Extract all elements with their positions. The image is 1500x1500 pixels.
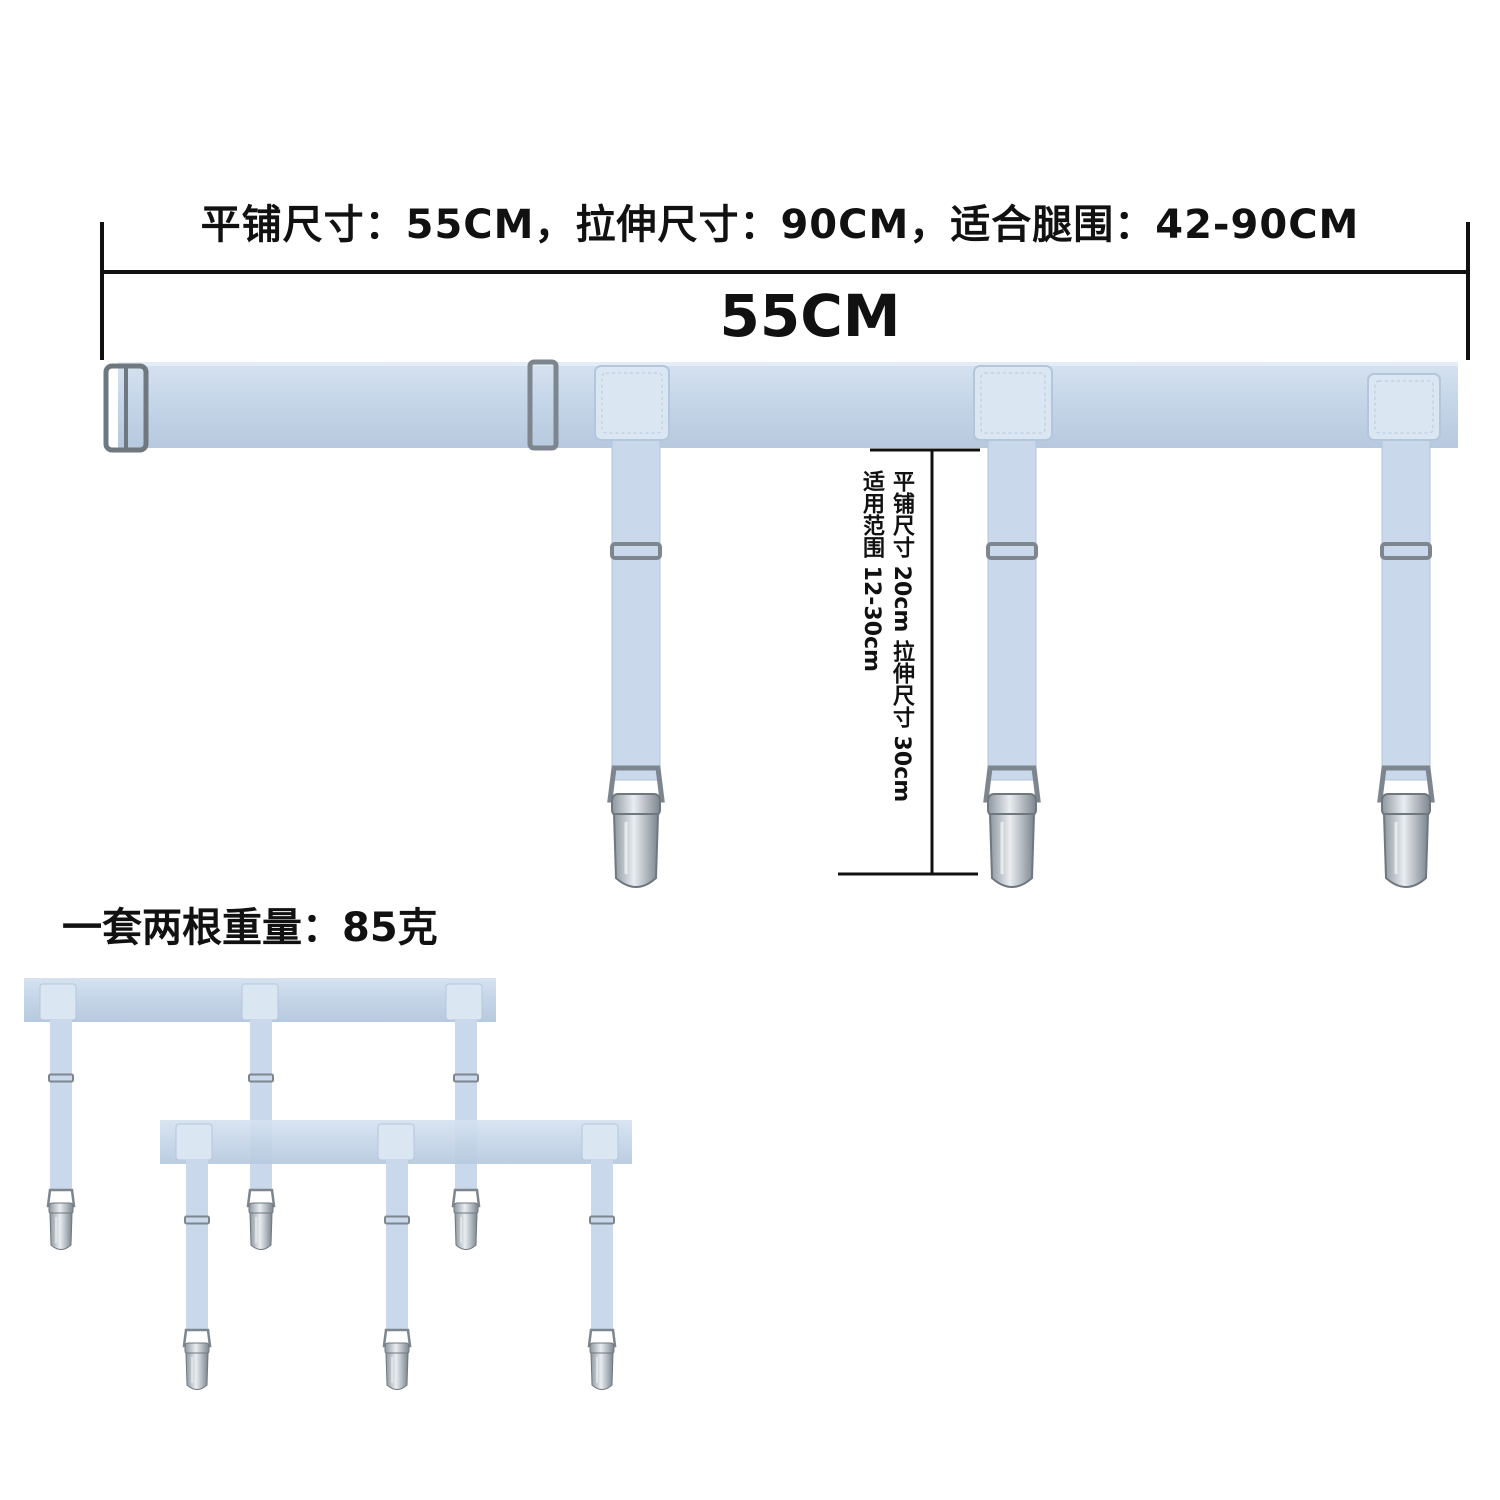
main-garter [103,359,1458,887]
garter-clip-icon [986,768,1038,887]
garter-clip-icon [610,768,662,887]
band-slider-icon [527,359,559,451]
strap-length-dimension [838,448,980,876]
width-label: 55CM [719,282,901,350]
garter-clip-icon [1380,768,1432,887]
strap-range-label: 适用范围 12-30cm [859,470,884,672]
strap-1 [594,365,670,887]
weight-label: 一套两根重量：85克 [62,905,438,951]
strap-3 [1367,373,1441,887]
garter-front [160,1120,632,1391]
garter-back [24,978,496,1251]
buckle-icon [103,363,149,453]
spec-line: 平铺尺寸：55CM，拉伸尺寸：90CM，适合腿围：42-90CM [200,202,1360,248]
strap-flat-stretch-label: 平铺尺寸 20cm 拉伸尺寸 30cm [889,470,914,803]
strap-2 [973,365,1053,887]
width-dimension-line [100,222,1470,360]
